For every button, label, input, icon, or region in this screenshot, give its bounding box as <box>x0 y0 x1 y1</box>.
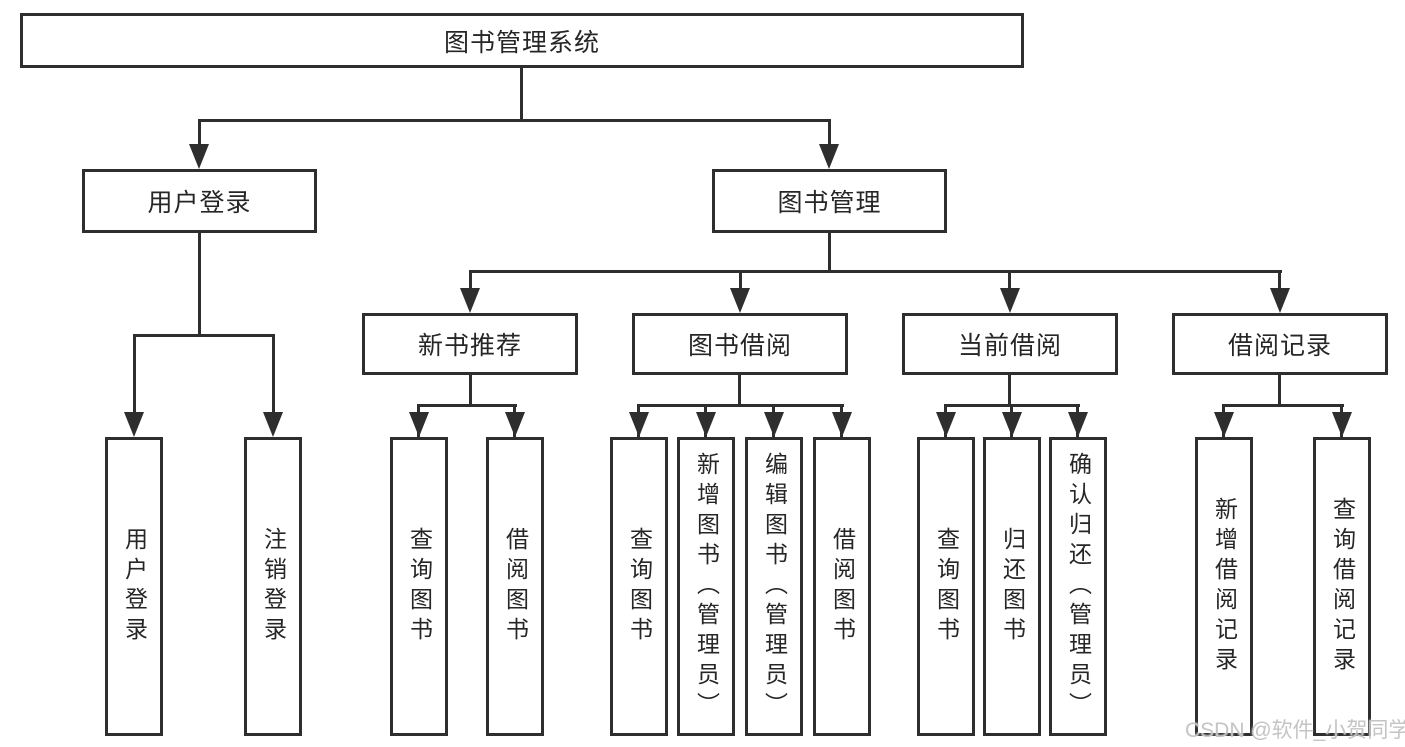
leaf-user-login: 用户登录 <box>105 437 163 736</box>
leaf-current-query-books: 查询图书 <box>917 437 975 736</box>
csdn-watermark: CSDN @软件_小贺同学 <box>1185 719 1405 742</box>
arrow-down-icon <box>730 288 750 313</box>
node-label: 编辑图书（管理员） <box>761 451 788 722</box>
arrow-down-icon <box>189 144 209 169</box>
arrow-down-icon <box>124 412 144 437</box>
connector-vline <box>1278 270 1281 295</box>
leaf-logout: 注销登录 <box>244 437 302 736</box>
node-book-management: 图书管理 <box>712 169 947 233</box>
connector-hline <box>637 404 844 407</box>
connector-vline <box>1008 270 1011 295</box>
arrow-down-icon <box>819 144 839 169</box>
node-label: 新书推荐 <box>417 332 522 360</box>
connector-vline <box>739 270 742 295</box>
node-label: 图书管理 <box>777 189 882 217</box>
node-label: 图书管理系统 <box>443 28 600 57</box>
node-label: 归还图书 <box>999 526 1026 647</box>
connector-hline <box>198 119 831 122</box>
arrow-down-icon <box>1332 412 1352 437</box>
node-current-borrowing: 当前借阅 <box>902 313 1118 375</box>
node-label: 确认归还（管理员） <box>1065 451 1092 722</box>
connector-vline <box>828 233 831 272</box>
node-label: 当前借阅 <box>957 332 1062 360</box>
connector-vline <box>1008 375 1011 407</box>
node-label: 用户登录 <box>147 189 252 217</box>
leaf-borrowing-add-books-admin: 新增图书（管理员） <box>677 437 735 736</box>
connector-vline <box>198 233 201 337</box>
arrow-down-icon <box>764 412 784 437</box>
leaf-recommend-borrow-books: 借阅图书 <box>486 437 544 736</box>
connector-vline <box>469 375 472 407</box>
leaf-recommend-query-books: 查询图书 <box>390 437 448 736</box>
connector-hline <box>417 404 517 407</box>
node-label: 查询图书 <box>933 526 960 647</box>
node-label: 查询图书 <box>406 526 433 647</box>
connector-vline <box>469 270 472 295</box>
arrow-down-icon <box>936 412 956 437</box>
arrow-down-icon <box>505 412 525 437</box>
node-label: 图书借阅 <box>687 332 792 360</box>
arrow-down-icon <box>1214 412 1234 437</box>
arrow-down-icon <box>460 288 480 313</box>
node-new-book-recommend: 新书推荐 <box>362 313 578 375</box>
connector-hline <box>1222 404 1344 407</box>
node-label: 查询借阅记录 <box>1329 496 1356 677</box>
node-user-login: 用户登录 <box>82 169 317 233</box>
arrow-down-icon <box>629 412 649 437</box>
node-label: 查询图书 <box>626 526 653 647</box>
node-label: 用户登录 <box>121 526 148 647</box>
leaf-borrowing-query-books: 查询图书 <box>610 437 668 736</box>
arrow-down-icon <box>1000 288 1020 313</box>
node-label: 借阅记录 <box>1227 332 1332 360</box>
leaf-current-confirm-return-admin: 确认归还（管理员） <box>1049 437 1107 736</box>
node-label: 新增图书（管理员） <box>693 451 720 722</box>
leaf-borrowing-edit-books-admin: 编辑图书（管理员） <box>745 437 803 736</box>
connector-vline <box>738 375 741 407</box>
node-borrowing-records: 借阅记录 <box>1172 313 1388 375</box>
leaf-borrowing-borrow-books: 借阅图书 <box>813 437 871 736</box>
leaf-current-return-books: 归还图书 <box>983 437 1041 736</box>
node-label: 借阅图书 <box>502 526 529 647</box>
node-library-management-system: 图书管理系统 <box>20 13 1024 68</box>
connector-vline <box>1278 375 1281 407</box>
leaf-records-query-record: 查询借阅记录 <box>1313 437 1371 736</box>
node-label: 注销登录 <box>260 526 287 647</box>
arrow-down-icon <box>696 412 716 437</box>
leaf-records-add-record: 新增借阅记录 <box>1195 437 1253 736</box>
connector-hline <box>469 270 1282 273</box>
arrow-down-icon <box>832 412 852 437</box>
node-label: 新增借阅记录 <box>1211 496 1238 677</box>
connector-vline <box>198 119 201 151</box>
connector-vline <box>272 334 275 416</box>
connector-hline <box>133 334 275 337</box>
arrow-down-icon <box>409 412 429 437</box>
arrow-down-icon <box>1068 412 1088 437</box>
arrow-down-icon <box>263 412 283 437</box>
connector-vline <box>828 119 831 151</box>
node-book-borrowing: 图书借阅 <box>632 313 848 375</box>
arrow-down-icon <box>1002 412 1022 437</box>
arrow-down-icon <box>1270 288 1290 313</box>
node-label: 借阅图书 <box>829 526 856 647</box>
connector-vline <box>520 68 523 121</box>
connector-vline <box>133 334 136 416</box>
